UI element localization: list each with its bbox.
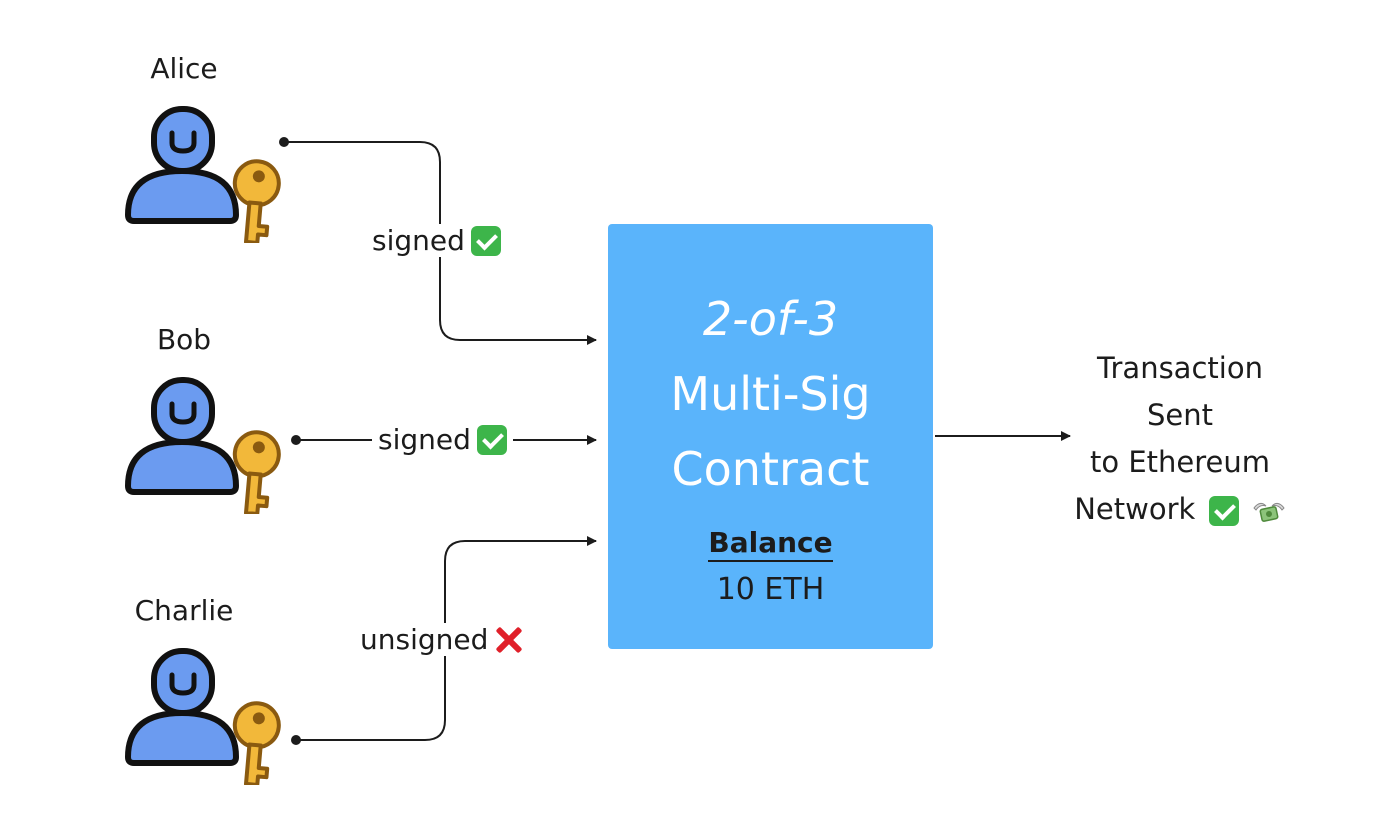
balance-label: Balance [708, 526, 833, 562]
charlie-avatar [124, 648, 281, 785]
money-with-wings-icon [1253, 502, 1285, 522]
charlie-status-text: unsigned [360, 623, 489, 656]
alice-edge-label: signed [366, 224, 507, 257]
multisig-contract-box: 2-of-3 Multi-Sig Contract Balance 10 ETH [608, 224, 933, 649]
user-icon [124, 648, 240, 766]
result-line-4-text: Network [1074, 492, 1196, 526]
contract-title-line2: Contract [671, 442, 870, 496]
key-icon [232, 159, 281, 243]
cross-mark-icon [494, 625, 524, 655]
result-line-3: to Ethereum [1089, 445, 1270, 479]
bob-edge-label: signed [372, 423, 513, 456]
signer-name-bob: Bob [156, 323, 212, 356]
key-icon [232, 701, 281, 785]
contract-threshold: 2-of-3 [702, 292, 839, 346]
user-icon [124, 106, 240, 224]
balance-value: 10 ETH [716, 572, 825, 607]
bob-status-text: signed [378, 423, 471, 456]
result-line-1: Transaction [1097, 351, 1263, 385]
contract-title-line1: Multi-Sig [670, 367, 871, 421]
bob-avatar [124, 377, 281, 514]
transaction-result: Transaction Sent to Ethereum Network [1060, 345, 1300, 533]
alice-avatar [124, 106, 281, 243]
signer-name-charlie: Charlie [134, 594, 234, 627]
key-icon [232, 430, 281, 514]
result-line-4: Network [1060, 486, 1300, 533]
check-mark-icon [470, 225, 501, 256]
charlie-edge-label: unsigned [354, 623, 531, 656]
alice-status-text: signed [372, 224, 465, 257]
balance-label-wrap: Balance [608, 526, 933, 562]
user-icon [124, 377, 240, 495]
check-mark-icon [1208, 496, 1239, 526]
result-line-2: Sent [1146, 398, 1213, 432]
check-mark-icon [476, 424, 507, 455]
signer-name-alice: Alice [150, 52, 218, 85]
